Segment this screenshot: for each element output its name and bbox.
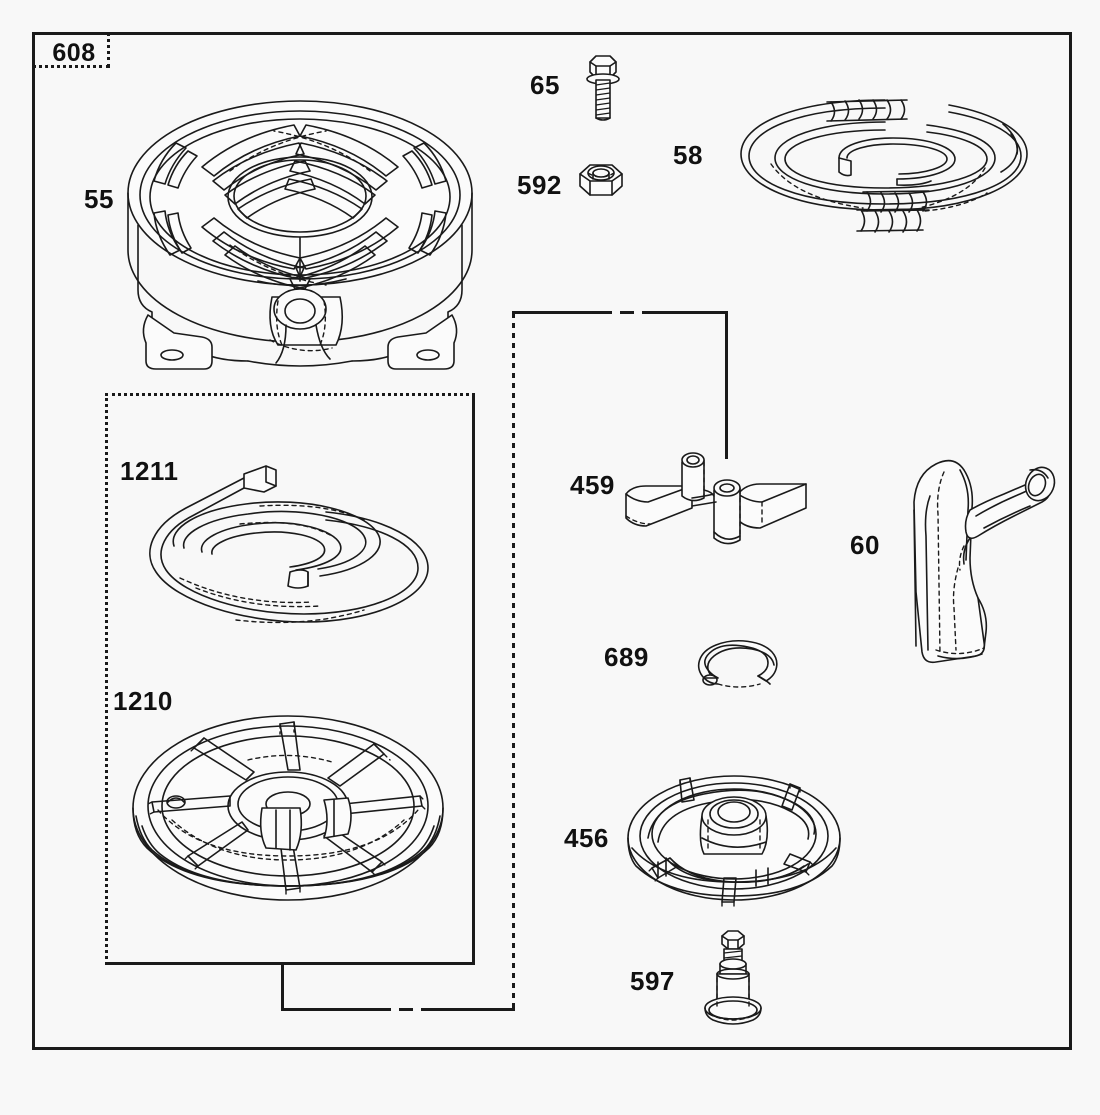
- part-597-shoulder-stud-art: [700, 928, 762, 1028]
- part-label-459: 459: [570, 470, 615, 500]
- bracket-459-bottom-left: [281, 1008, 391, 1011]
- diagram-frame: [32, 32, 1072, 1050]
- part-1211-rewind-spring-art: [140, 460, 440, 650]
- bracket-459-bottom-dash: [399, 1008, 413, 1011]
- part-label-689: 689: [604, 642, 649, 672]
- part-55-starter-housing-art: [110, 85, 490, 375]
- bracket-459-top-left: [512, 311, 612, 314]
- part-60-starter-grip-art: [892, 450, 1062, 665]
- part-label-1210: 1210: [113, 686, 173, 716]
- part-65-screw-art: [580, 52, 626, 124]
- bracket-459-top-right: [642, 311, 728, 314]
- part-58-starter-rope-art: [735, 88, 1035, 248]
- figure-number-box: 608: [32, 32, 110, 68]
- part-label-597: 597: [630, 966, 675, 996]
- part-label-58: 58: [673, 140, 703, 170]
- part-label-65: 65: [530, 70, 560, 100]
- part-label-55: 55: [84, 184, 114, 214]
- group-box-pulley-spring: [105, 393, 475, 965]
- bracket-459-top-dash: [620, 311, 634, 314]
- part-459-starter-dog-art: [620, 446, 810, 566]
- part-592-hex-nut-art: [574, 160, 628, 204]
- part-label-1211: 1211: [120, 456, 179, 486]
- part-label-456: 456: [564, 823, 609, 853]
- part-456-friction-plate-art: [624, 762, 844, 922]
- bracket-459-bottom-right: [421, 1008, 515, 1011]
- bracket-459-left-side: [512, 313, 515, 1011]
- part-label-60: 60: [850, 530, 880, 560]
- bracket-459-right-side: [725, 311, 728, 459]
- figure-number: 608: [52, 38, 96, 67]
- part-1210-rope-pulley-art: [128, 700, 448, 940]
- part-label-592: 592: [517, 170, 562, 200]
- part-689-retaining-ring-art: [690, 638, 782, 694]
- bracket-459-stub-vertical: [281, 963, 284, 1011]
- bracket-459-stub-horizontal: [281, 963, 283, 966]
